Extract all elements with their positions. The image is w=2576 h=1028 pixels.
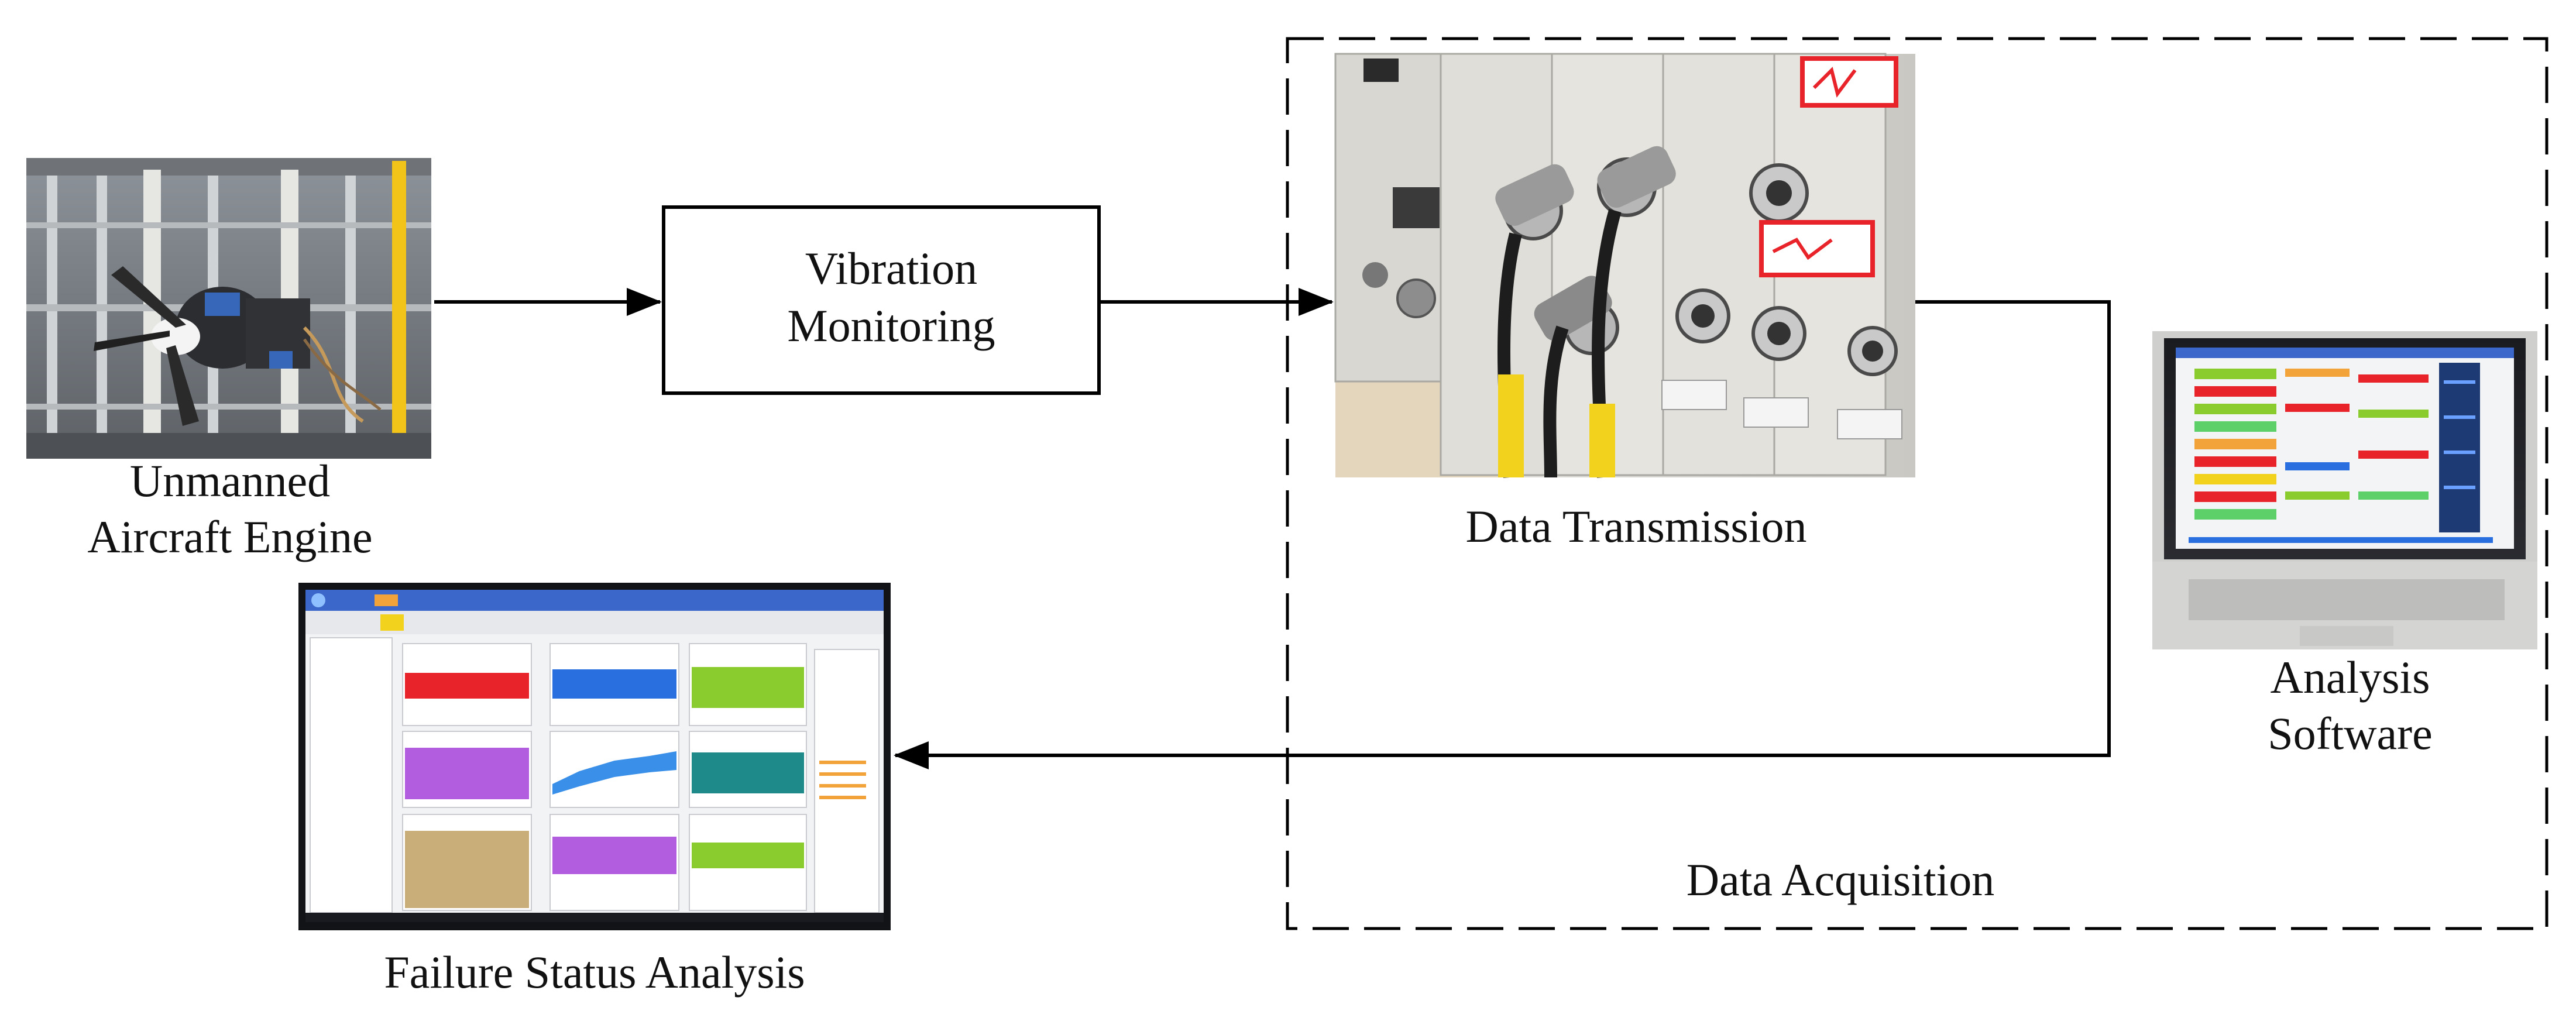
engine-label-line1: Unmanned: [130, 455, 330, 506]
vibration-label-line2: Monitoring: [787, 300, 995, 351]
vibration-label-line1: Vibration: [805, 243, 977, 294]
engine-label-line2: Aircraft Engine: [87, 511, 372, 562]
software-label-line2: Software: [2268, 708, 2433, 759]
data-acquisition-group-border: [1286, 37, 2548, 930]
transmission-label: Data Transmission: [1466, 501, 1807, 552]
daq-chassis-photo-icon: [1334, 53, 1915, 478]
data-acquisition-label: Data Acquisition: [1687, 854, 1994, 905]
software-label-line1: Analysis: [2271, 652, 2430, 703]
aircraft-engine-photo-icon: [26, 158, 431, 459]
monitor-screen-photo-icon: [298, 583, 891, 930]
transmission-to-failure-arrow: [894, 300, 2111, 769]
laptop-photo-icon: [2152, 331, 2537, 649]
failure-label: Failure Status Analysis: [384, 947, 805, 998]
